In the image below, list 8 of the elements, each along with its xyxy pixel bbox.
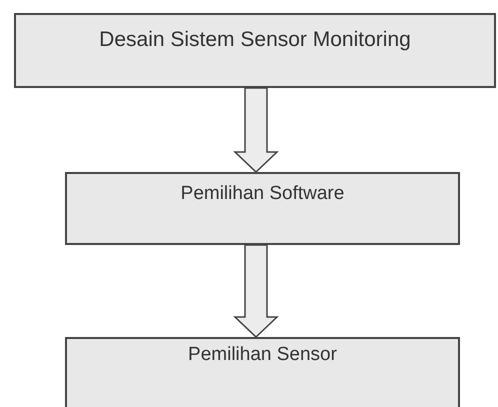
process-box [65, 172, 460, 245]
box-label: Pemilihan Software [180, 182, 344, 206]
block-arrow [233, 87, 279, 174]
box-label: Pemilihan Sensor [188, 343, 337, 367]
process-box [65, 337, 460, 407]
box-label: Desain Sistem Sensor Monitoring [99, 27, 411, 53]
process-box [14, 13, 496, 88]
block-arrow [233, 244, 279, 338]
